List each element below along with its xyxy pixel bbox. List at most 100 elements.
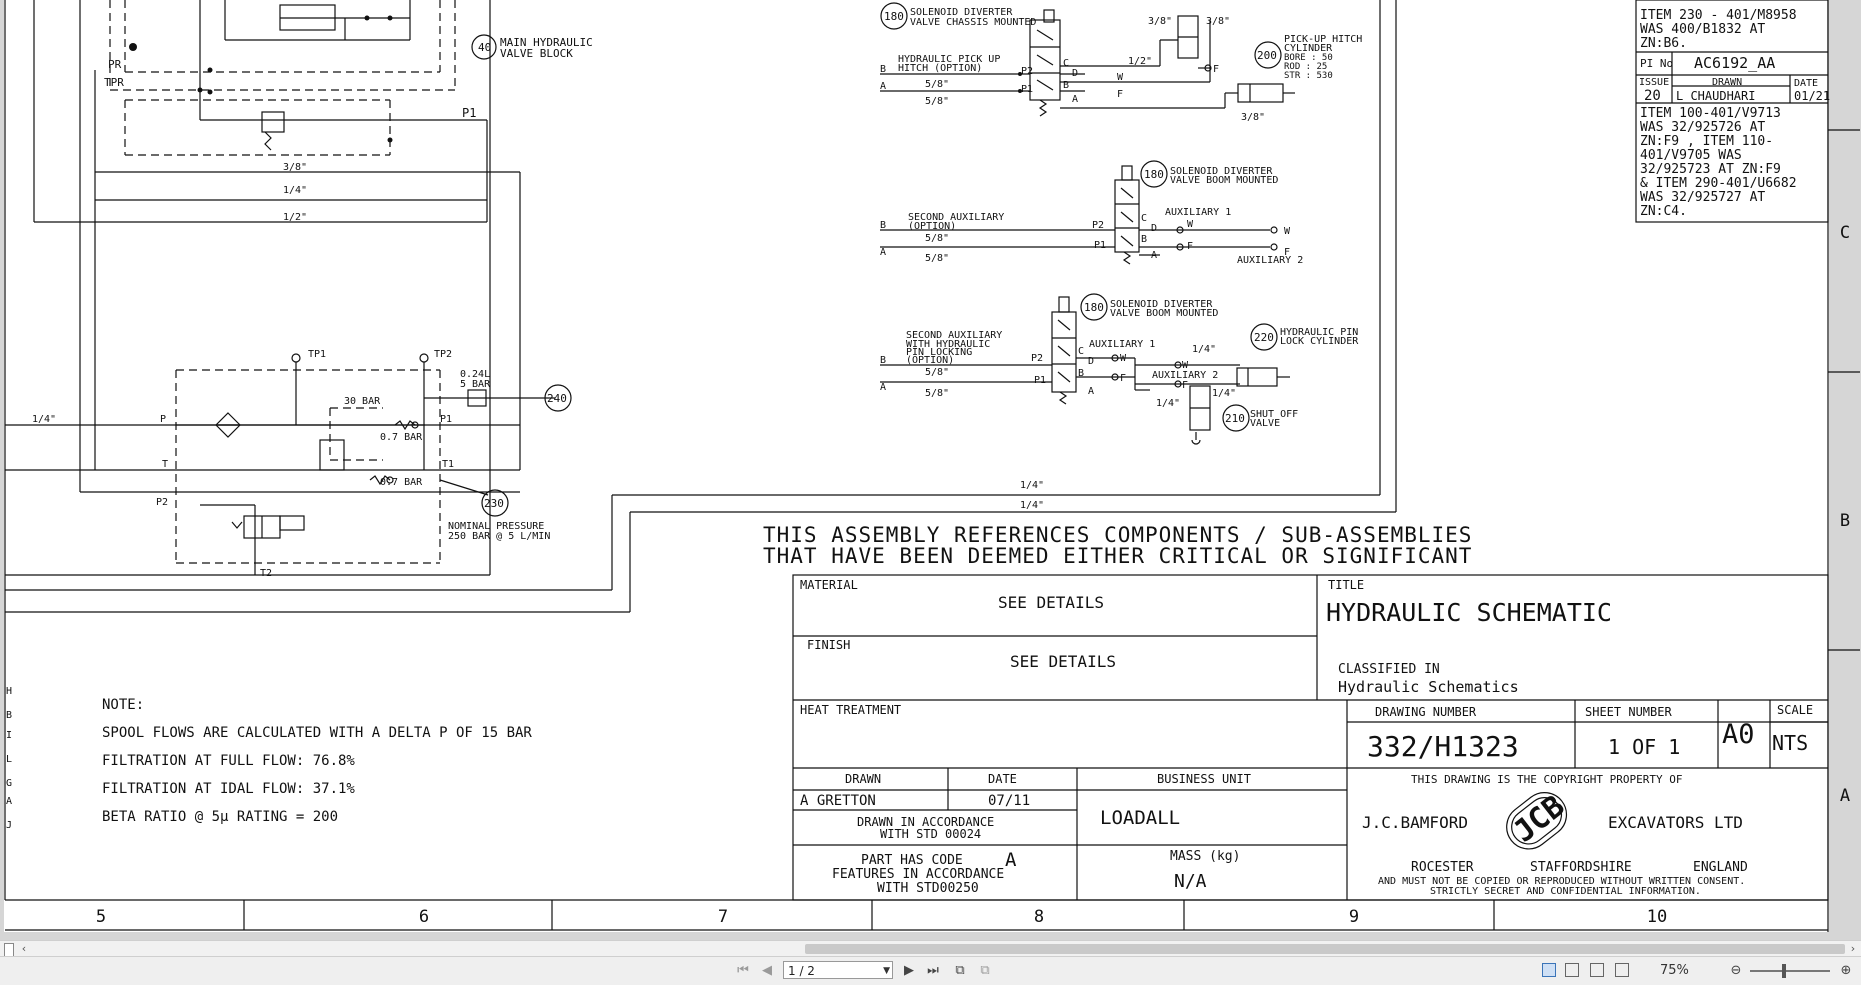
pipe-14-g: 1/4" — [1020, 500, 1044, 511]
drawn-label: DRAWN — [845, 772, 881, 786]
main-valve-label-1: MAIN HYDRAULIC — [500, 36, 593, 49]
aux3-label-2: WITH HYDRAULIC — [906, 339, 990, 350]
pipe-14-b: 1/4" — [32, 414, 56, 425]
port-a2-sol2: A — [1151, 250, 1157, 261]
zoom-slider-handle[interactable] — [1782, 964, 1786, 978]
port-p: P — [160, 414, 166, 425]
single-page-view-icon[interactable] — [1542, 963, 1556, 977]
accordance-line-1: DRAWN IN ACCORDANCE — [857, 815, 994, 829]
rev-item230: ITEM 230 - 401/M8958 — [1640, 8, 1797, 23]
main-valve-label-2: VALVE BLOCK — [500, 47, 573, 60]
pipe-38-b: 3/8" — [1148, 16, 1172, 27]
prev-page-icon[interactable]: ◀ — [762, 963, 772, 978]
legal-line-2: STRICTLY SECRET AND CONFIDENTIAL INFORMA… — [1430, 886, 1701, 897]
rev-line: WAS 32/925727 AT — [1640, 190, 1765, 205]
rev-line: & ITEM 290-401/U6682 — [1640, 176, 1797, 191]
page-select[interactable]: 1 / 2 ▼ — [783, 961, 893, 979]
port-w2-sol2: W — [1284, 226, 1291, 237]
aux2-label-2: (OPTION) — [908, 221, 956, 232]
sheet-number-label: SHEET NUMBER — [1585, 705, 1672, 719]
aux2-label-b: AUXILIARY 2 — [1152, 370, 1218, 381]
port-c-sol3: C — [1078, 346, 1084, 357]
zoom-level[interactable]: 75% — [1660, 963, 1689, 978]
pipe-58-f: 5/8" — [925, 388, 949, 399]
drawing-sheet: 40 MAIN HYDRAULIC VALVE BLOCK 180 SOLENO… — [4, 0, 1860, 932]
port-b-sol2: B — [880, 220, 886, 231]
chevron-down-icon: ▼ — [883, 966, 890, 976]
facing-view-icon[interactable] — [1590, 963, 1604, 977]
zone-letter: A — [1840, 786, 1850, 806]
horizontal-scrollbar[interactable]: ‹ › — [0, 940, 1861, 957]
port-f-sol1: F — [1117, 89, 1123, 100]
scroll-left-icon[interactable]: ‹ — [21, 942, 27, 955]
port-a2-sol1: A — [1072, 94, 1078, 105]
part-code-line-2: FEATURES IN ACCORDANCE — [832, 867, 1004, 882]
zone-letter: C — [1840, 223, 1850, 243]
zoom-in-icon[interactable]: ⊕ — [1840, 963, 1852, 978]
sheet-size: A0 — [1722, 719, 1755, 750]
part-code-letter: A — [1005, 849, 1017, 871]
rev-was1: WAS 400/B1832 AT — [1640, 22, 1765, 37]
tp2-label: TP2 — [434, 349, 452, 360]
scroll-left-box[interactable] — [4, 943, 14, 957]
location-1: ROCESTER — [1411, 860, 1474, 875]
port-c-sol1: C — [1063, 58, 1069, 69]
rev-date-value: 01/21 — [1794, 89, 1830, 103]
port-b2-sol1: B — [1063, 80, 1069, 91]
scroll-right-icon[interactable]: › — [1850, 942, 1856, 955]
port-p1: P1 — [440, 414, 452, 425]
port-p2: P2 — [156, 497, 168, 508]
pipe-58-b: 5/8" — [925, 96, 949, 107]
zoom-out-icon[interactable]: ⊖ — [1730, 963, 1742, 978]
pipe-14-d: 1/4" — [1156, 398, 1180, 409]
copy-page-icon[interactable]: ⧉ — [955, 963, 965, 978]
legal-line-1: AND MUST NOT BE COPIED OR REPRODUCED WIT… — [1378, 876, 1745, 887]
document-viewport[interactable]: 40 MAIN HYDRAULIC VALVE BLOCK 180 SOLENO… — [0, 0, 1861, 940]
zoom-slider[interactable] — [1750, 964, 1830, 978]
location-3: ENGLAND — [1693, 860, 1748, 875]
pipe-38-d: 3/8" — [1241, 112, 1265, 123]
title-value: HYDRAULIC SCHEMATIC — [1326, 598, 1612, 627]
location-2: STAFFORDSHIRE — [1530, 860, 1632, 875]
side-letter: H — [6, 686, 12, 697]
sol3-number: 180 — [1084, 301, 1104, 314]
cyl-rod: ROD : 25 — [1284, 62, 1327, 72]
accordance-line-2: WITH STD 00024 — [880, 827, 981, 841]
first-page-icon[interactable]: ⏮ — [737, 963, 749, 978]
pipe-38-c: 3/8" — [1206, 16, 1230, 27]
note-line-3: FILTRATION AT IDAL FLOW: 37.1% — [102, 781, 355, 797]
aux2-label-a: AUXILIARY 2 — [1237, 255, 1303, 266]
port-w-sol2: W — [1187, 219, 1194, 230]
rev-zn1: ZN:B6. — [1640, 36, 1687, 51]
scrollbar-thumb[interactable] — [805, 944, 1845, 954]
continuous-view-icon[interactable] — [1565, 963, 1579, 977]
port-a-sol3: A — [880, 382, 886, 393]
zone-number: 5 — [96, 907, 106, 927]
facing-continuous-view-icon[interactable] — [1615, 963, 1629, 977]
business-unit-value: LOADALL — [1100, 807, 1180, 829]
page-select-value: 1 / 2 — [788, 964, 815, 978]
paste-page-icon[interactable]: ⧉ — [980, 963, 990, 978]
rev-line: ZN:C4. — [1640, 204, 1687, 219]
port-a-sol1: A — [880, 81, 886, 92]
note-line-1: SPOOL FLOWS ARE CALCULATED WITH A DELTA … — [102, 725, 532, 741]
pipe-14-f: 1/4" — [1020, 480, 1044, 491]
pipe-12-a: 1/2" — [283, 212, 307, 223]
last-page-icon[interactable]: ⏭ — [927, 963, 939, 978]
pickup-label-2: HITCH (OPTION) — [898, 63, 982, 74]
next-page-icon[interactable]: ▶ — [904, 963, 914, 978]
port-c-sol2: C — [1141, 213, 1147, 224]
pickup-label-1: HYDRAULIC PICK UP — [898, 54, 1000, 65]
pipe-58-a: 5/8" — [925, 79, 949, 90]
note-line-2: FILTRATION AT FULL FLOW: 76.8% — [102, 753, 355, 769]
pipe-38-a: 3/8" — [283, 162, 307, 173]
cyl-bore: BORE : 50 — [1284, 53, 1333, 63]
rev-issue-label: ISSUE — [1639, 77, 1669, 88]
finish-value: SEE DETAILS — [1010, 652, 1116, 671]
date-value: 07/11 — [988, 793, 1030, 809]
acc-label-1: 0.24L — [460, 369, 490, 380]
pipe-58-c: 5/8" — [925, 233, 949, 244]
port-t1: T1 — [442, 459, 454, 470]
drawn-value: A GRETTON — [800, 793, 876, 809]
assembly-note-1: THIS ASSEMBLY REFERENCES COMPONENTS / SU… — [763, 523, 1472, 547]
